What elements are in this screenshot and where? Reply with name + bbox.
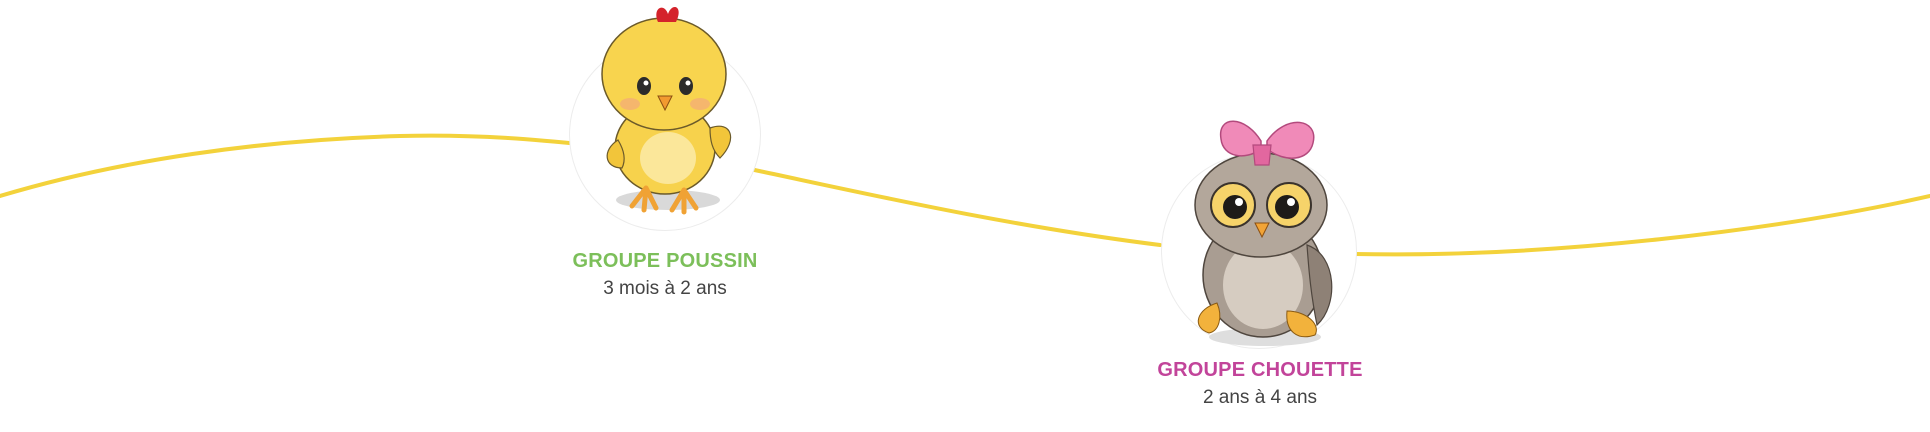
group-age-range: 2 ans à 4 ans (1202, 387, 1318, 408)
group-age-range: 3 mois à 2 ans (603, 278, 727, 299)
group-card-poussin[interactable]: GROUPE POUSSIN 3 mois à 2 ans (540, 0, 790, 310)
chick-illustration-icon (601, 7, 732, 215)
owl-illustration-icon (1194, 120, 1333, 346)
group-title: GROUPE POUSSIN (572, 250, 758, 272)
group-card-chouette[interactable]: GROUPE CHOUETTE 2 ans à 4 ans (1135, 105, 1385, 415)
group-title: GROUPE CHOUETTE (1157, 359, 1363, 381)
